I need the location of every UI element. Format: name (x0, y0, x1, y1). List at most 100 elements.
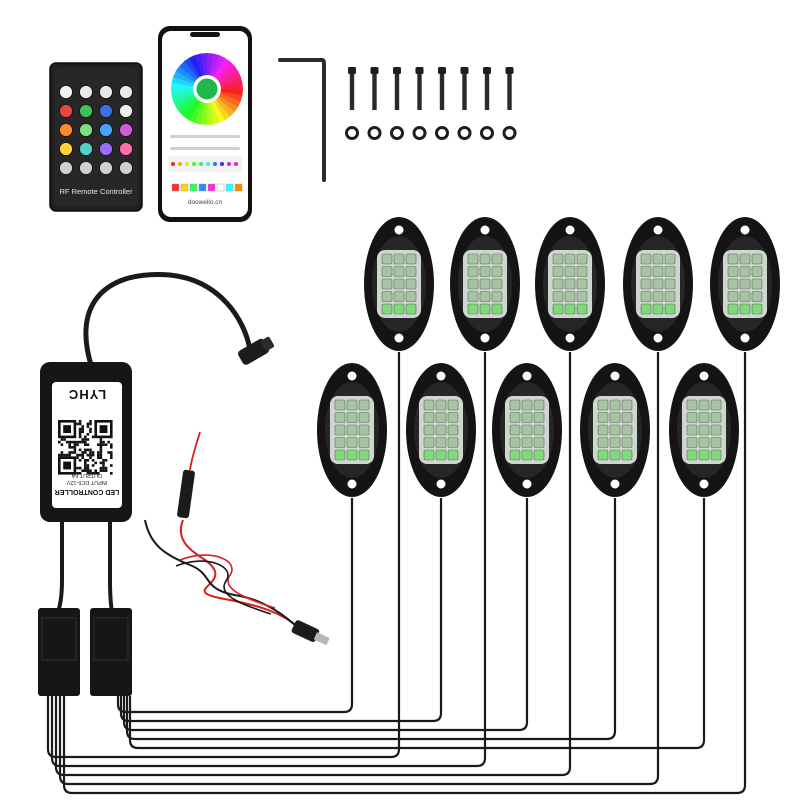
led-chip (751, 291, 763, 302)
mode-dot (185, 162, 189, 166)
led-chip (552, 266, 564, 277)
mount-hole (522, 371, 532, 381)
qr-module (71, 446, 74, 449)
wheel-segment (207, 53, 214, 76)
mode-dot (206, 162, 210, 166)
wheel-segment (220, 76, 243, 87)
qr-module (68, 451, 71, 454)
led-chip (640, 303, 652, 315)
remote-button (59, 123, 73, 137)
qr-module (86, 438, 90, 441)
led-chip (509, 437, 521, 448)
screw-head (348, 67, 356, 74)
qr-module (65, 453, 69, 457)
qr-module (76, 453, 79, 457)
led-chip (435, 437, 447, 448)
rock-light-pod (406, 363, 476, 497)
qr-module (86, 469, 90, 472)
led-chip (533, 399, 545, 411)
led-chip (739, 303, 751, 315)
color-wheel (171, 53, 243, 125)
led-chip (393, 303, 405, 315)
led-chip (405, 266, 417, 277)
led-chip (346, 449, 358, 461)
qr-module (110, 453, 113, 457)
led-chip (664, 266, 676, 277)
qr-module (89, 453, 92, 457)
qr-module (60, 451, 64, 454)
qr-module (73, 448, 77, 452)
qr-module (102, 466, 105, 470)
qr-module (110, 446, 113, 449)
mode-dot (192, 162, 196, 166)
inline-fuse-holder (177, 469, 195, 519)
led-chip (381, 278, 393, 290)
qr-module (99, 466, 103, 470)
qr-module (86, 443, 90, 446)
screw-shaft (507, 74, 512, 110)
dc-female-plug (238, 336, 275, 365)
qr-module (60, 438, 64, 441)
led-chip (751, 253, 763, 265)
wheel-segment (183, 99, 200, 121)
led-chip (552, 278, 564, 290)
qr-module (78, 430, 82, 433)
qr-module (71, 451, 74, 454)
qr-module (84, 443, 87, 446)
brightness-slider (170, 135, 240, 138)
power-harness (144, 431, 330, 645)
led-chip (564, 291, 576, 302)
qr-module (81, 438, 84, 441)
qr-module (73, 446, 77, 449)
qr-module (73, 440, 77, 444)
led-chip (509, 412, 521, 423)
qr-module (58, 453, 61, 457)
mount-hole (347, 479, 357, 489)
qr-module (89, 469, 92, 472)
qr-module (78, 466, 82, 470)
mount-hole (740, 333, 750, 343)
led-chip (435, 424, 447, 436)
qr-module (84, 469, 87, 472)
remote-button (119, 142, 133, 156)
wheel-segment (194, 53, 205, 76)
led-chip (664, 278, 676, 290)
rf-remote: RF Remote Controller (49, 62, 143, 212)
led-chip (597, 449, 609, 461)
wheel-segment (213, 99, 231, 121)
led-chip (346, 412, 358, 423)
qr-module (89, 422, 92, 426)
led-chip (698, 424, 710, 436)
qr-module (99, 461, 103, 465)
qr-module (91, 459, 95, 462)
led-chip (334, 437, 346, 448)
mode-dot (234, 162, 238, 166)
wheel-segment (171, 82, 194, 89)
led-chip (698, 437, 710, 448)
wheel-segment (189, 55, 203, 77)
qr-module (84, 440, 87, 444)
rock-light-pod (364, 217, 434, 351)
qr-module (94, 461, 97, 465)
qr-module (68, 453, 71, 457)
qr-module (73, 451, 77, 454)
qr-module (81, 469, 84, 472)
qr-module (76, 443, 79, 446)
screw-head (415, 67, 424, 74)
speed-slider (170, 147, 240, 150)
phone-footer: doowello.cn (188, 199, 223, 206)
qr-module (76, 456, 79, 459)
rock-light-pod (623, 217, 693, 351)
qr-module (99, 453, 103, 457)
remote-button (119, 85, 133, 99)
color-swatch (216, 183, 225, 192)
smartphone: doowello.cn (158, 26, 252, 222)
qr-module (102, 459, 105, 462)
qr-module (107, 451, 110, 454)
rock-light-pod (492, 363, 562, 497)
led-chip (609, 399, 621, 411)
screw-shaft (417, 74, 422, 110)
led-chip (393, 266, 405, 277)
mount-hole (394, 333, 404, 343)
wheel-segment (220, 89, 243, 96)
